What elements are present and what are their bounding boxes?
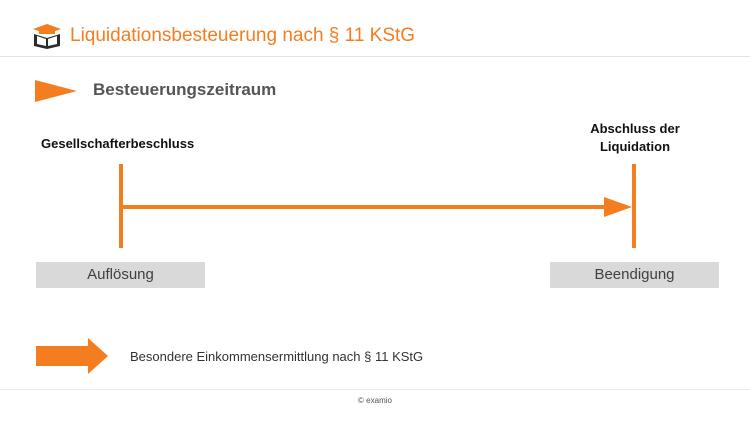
book-logo-icon <box>33 24 61 49</box>
end-event-label-line1: Abschluss der <box>590 121 680 136</box>
phase-box-start: Auflösung <box>36 262 205 288</box>
block-arrow-right-icon <box>36 338 108 374</box>
start-event-label: Gesellschafterbeschluss <box>41 136 195 151</box>
legend-text: Besondere Einkommensermittlung nach § 11… <box>130 349 424 364</box>
section-title: Besteuerungszeitraum <box>93 80 277 99</box>
triangle-pointer-icon <box>35 80 77 102</box>
footer-divider <box>0 389 750 390</box>
end-event-label-line2: Liquidation <box>599 139 671 154</box>
phase-box-end: Beendigung <box>550 262 719 288</box>
timeline-arrow-head <box>604 197 632 217</box>
end-event-label: Abschluss der Liquidation <box>560 120 710 156</box>
page-title: Liquidationsbesteuerung nach § 11 KStG <box>70 25 416 46</box>
header-divider <box>0 56 750 57</box>
copyright-footer: © examio <box>358 396 392 405</box>
